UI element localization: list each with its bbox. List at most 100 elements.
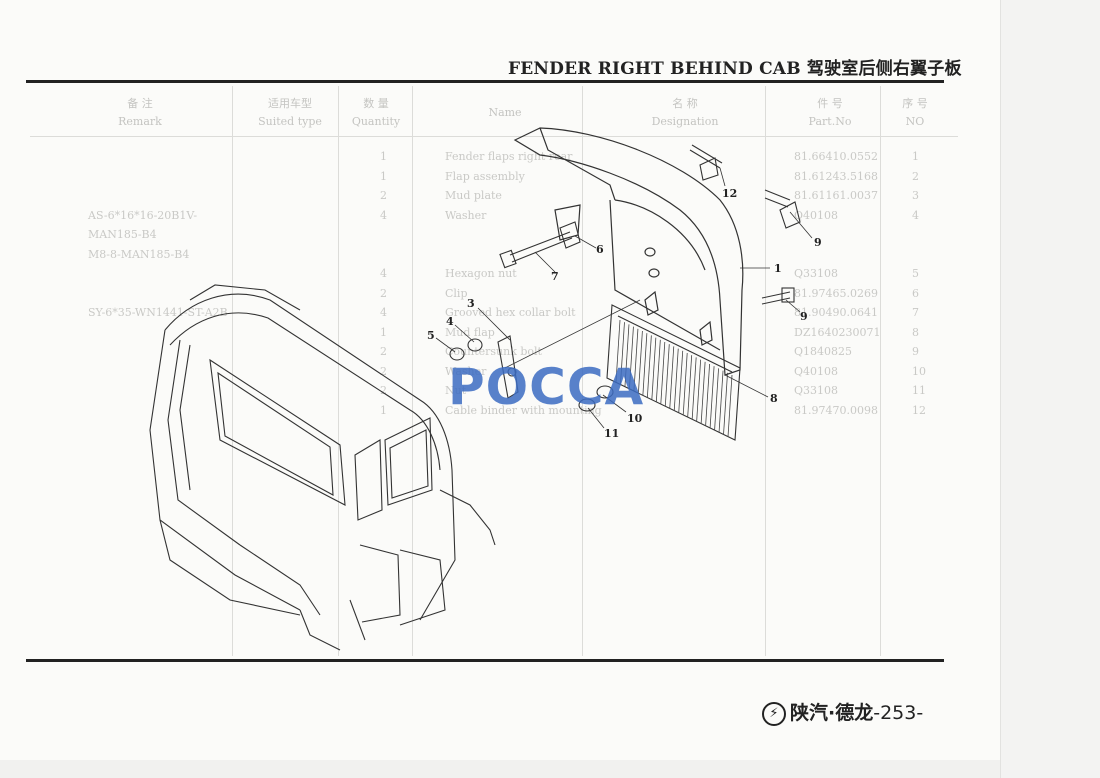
- table-cell-qty: 2: [380, 364, 387, 378]
- mud-flap-rib: [633, 328, 639, 391]
- table-cell-name: Mud flap: [445, 325, 495, 339]
- brand-logo-icon: ⚡: [762, 701, 786, 726]
- callout-7: 7: [551, 270, 559, 283]
- table-cell-qty: 2: [380, 384, 387, 397]
- table-cell-part: 81.66410.0552: [794, 150, 878, 163]
- mud-flap-rib: [709, 366, 715, 429]
- table-cell-qty: 4: [380, 208, 387, 222]
- table-cell-no: 3: [912, 189, 919, 202]
- table-cell-name: Hexagon nut: [445, 267, 517, 280]
- table-cell-part: 81.61161.0037: [794, 189, 878, 202]
- footer-rule: [26, 659, 944, 662]
- mud-flap-rib: [687, 355, 693, 418]
- table-cell-part: Q40108: [794, 364, 839, 378]
- table-cell-remark: MAN185-B4: [88, 228, 157, 241]
- mud-flap-rib: [664, 344, 670, 407]
- mud-flap-rib: [705, 363, 710, 427]
- mud-flap-rib: [642, 333, 648, 396]
- table-cell-no: 8: [912, 325, 919, 339]
- table-cell-part: 81.97470.0098: [794, 403, 878, 417]
- callout-labels: 1 8 6 7 3 4 5 10 11 12 9 9: [427, 187, 822, 440]
- table-cell-part: Q33108: [794, 384, 839, 397]
- table-cell-qty: 2: [380, 189, 387, 202]
- table-cell-qty: 1: [380, 325, 387, 339]
- table-cell-remark: AS-6*16*16-20B1V-: [88, 208, 198, 222]
- callout-1: 1: [774, 262, 782, 275]
- callout-10: 10: [627, 412, 643, 425]
- cab-outline: [149, 284, 496, 651]
- callout-11: 11: [604, 427, 619, 440]
- table-cell-remark: SY-6*35-WN1441-ST-A2B: [88, 306, 228, 319]
- mud-flap-rib: [660, 341, 666, 405]
- mud-flap-rib: [655, 339, 661, 402]
- page-number: -253-: [873, 702, 924, 724]
- callout-3: 3: [467, 297, 475, 310]
- table-cell-qty: 1: [380, 150, 387, 163]
- mud-flap-rib: [723, 372, 728, 435]
- scan-margin: [1000, 0, 1100, 778]
- table-cell-name: Grooved hex collar bolt: [445, 306, 576, 319]
- mud-flap-rib: [682, 352, 688, 416]
- table-cell-no: 9: [912, 345, 919, 358]
- table-cell-no: 10: [912, 364, 926, 378]
- col-head-name: Name: [488, 106, 522, 119]
- table-cell-name: Washer: [445, 364, 487, 378]
- mud-flap-rib: [651, 337, 657, 400]
- callout-12: 12: [722, 187, 737, 200]
- mud-flap-rib: [646, 335, 652, 398]
- page-footer: ⚡陕汽·德龙-253-: [762, 698, 923, 726]
- header-rule: [26, 80, 944, 83]
- leader-lines: [435, 167, 813, 429]
- mud-flap-part: [606, 304, 741, 441]
- mud-flap-rib: [678, 350, 684, 413]
- callout-4: 4: [446, 315, 454, 328]
- mud-flap-rib: [638, 330, 643, 394]
- callout-8: 8: [770, 392, 778, 405]
- table-cell-qty: 1: [380, 169, 387, 183]
- table-cell-part: Q1840825: [794, 345, 853, 358]
- table-cell-name: Nut: [445, 384, 467, 397]
- mud-flap-rib: [691, 357, 697, 420]
- table-cell-no: 2: [912, 169, 919, 183]
- mud-flap-rib: [629, 326, 634, 389]
- table-cell-name: Flap assembly: [445, 169, 525, 183]
- parts-diagram: 1 8 6 7 3 4 5 10 11 12 9 9: [149, 127, 822, 651]
- table-cell-no: 1: [912, 150, 919, 163]
- mud-flap-rib: [696, 359, 702, 422]
- table-cell-part: DZ1640230071: [794, 325, 881, 339]
- table-cell-name: Mud plate: [445, 189, 502, 202]
- fender-part: [513, 127, 744, 376]
- table-cell-name: Fender flaps right rear: [445, 150, 573, 163]
- mud-flap-rib: [624, 324, 630, 387]
- page-title: FENDER RIGHT BEHIND CAB 驾驶室后侧右翼子板: [508, 59, 962, 79]
- mud-flap-rib: [718, 370, 724, 433]
- mud-flap-rib: [615, 319, 621, 383]
- table-cell-remark: M8-8-MAN185-B4: [88, 247, 190, 261]
- table-cell-no: 6: [912, 286, 919, 300]
- watermark-logo: POCCA: [448, 358, 645, 416]
- callout-6: 6: [596, 243, 604, 256]
- table-cell-name: Clip: [445, 286, 468, 300]
- table-cell-qty: 2: [380, 345, 387, 358]
- callout-5: 5: [427, 329, 435, 342]
- table-cell-part: 81.61243.5168: [794, 169, 878, 183]
- mud-flap-rib: [700, 361, 706, 424]
- brand-name: 陕汽·德龙: [790, 702, 874, 724]
- mud-flap-rib: [727, 374, 733, 438]
- table-cell-no: 7: [912, 306, 919, 319]
- table-cell-no: 12: [912, 403, 926, 417]
- mud-flap-rib: [620, 322, 625, 385]
- mud-flap-rib: [714, 368, 719, 431]
- mud-flap-rib: [673, 348, 679, 411]
- table-cell-qty: 2: [380, 286, 387, 300]
- table-cell-part: 81.90490.0641: [794, 306, 878, 319]
- table-cell-name: Washer: [445, 208, 487, 222]
- mud-flap-rib: [669, 346, 675, 409]
